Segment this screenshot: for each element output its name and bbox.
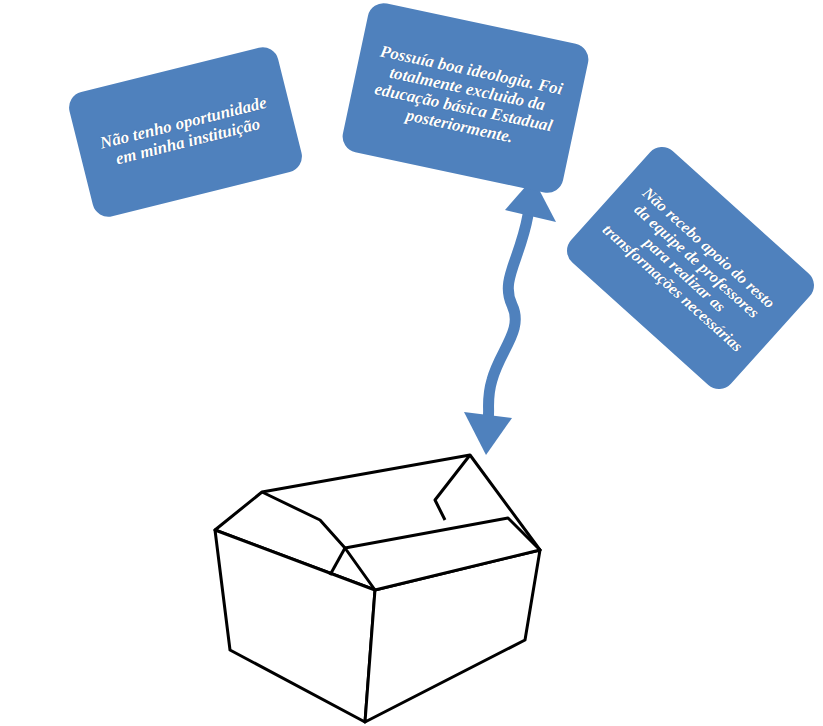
box-text: Não recebo apoio do resto da equipe de p… xyxy=(596,179,783,358)
arrow-head xyxy=(464,412,512,455)
callout-box: Não recebo apoio do resto da equipe de p… xyxy=(560,140,820,395)
box-text: Não tenho oportunidade em minha institui… xyxy=(90,91,281,173)
open-box xyxy=(215,455,540,722)
double-arrow xyxy=(488,215,528,420)
callout-box: Possuía boa ideologia. Foi totalmente ex… xyxy=(339,0,591,195)
text-group: Não tenho oportunidade em minha institui… xyxy=(90,91,281,173)
text-group: Não recebo apoio do resto da equipe de p… xyxy=(596,179,783,358)
callout-box: Não tenho oportunidade em minha institui… xyxy=(65,44,305,220)
text-group: Possuía boa ideologia. Foi totalmente ex… xyxy=(361,40,569,155)
box-text: Possuía boa ideologia. Foi totalmente ex… xyxy=(361,40,569,155)
